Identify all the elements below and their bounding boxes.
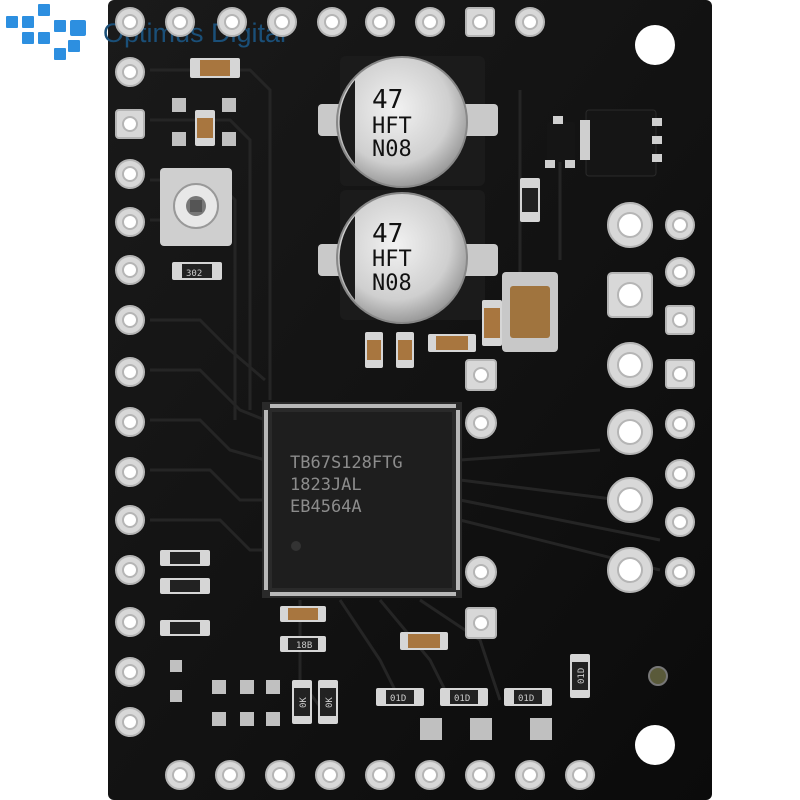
bottom-header-pins bbox=[165, 760, 595, 790]
top-header-pins bbox=[115, 7, 545, 37]
resistor-code: 01D bbox=[454, 694, 470, 704]
ic-date-code: 1823JAL bbox=[290, 475, 362, 495]
right-small-pins bbox=[665, 210, 695, 587]
capacitor-bottom-code: N08 bbox=[372, 271, 412, 296]
resistor-code: 302 bbox=[186, 269, 202, 279]
resistor-code: 01D bbox=[577, 668, 587, 684]
capacitor-top-value: 47 bbox=[372, 85, 403, 115]
ic-part-number: TB67S128FTG bbox=[290, 453, 403, 473]
small-transistor bbox=[545, 116, 575, 168]
capacitor-bottom-series: HFT bbox=[372, 247, 412, 272]
capacitor-top-series: HFT bbox=[372, 114, 412, 139]
electrolytic-capacitor-bottom bbox=[318, 190, 498, 324]
middle-pins bbox=[465, 359, 497, 639]
optimus-digital-logo bbox=[6, 4, 86, 60]
electrolytic-capacitor-top bbox=[318, 56, 498, 188]
via bbox=[648, 666, 668, 686]
ceramic-capacitor bbox=[502, 272, 558, 352]
right-large-pins bbox=[607, 202, 653, 593]
driver-ic bbox=[262, 402, 462, 598]
logo-icon bbox=[6, 4, 86, 60]
left-header-pins bbox=[115, 57, 145, 737]
resistor-code: 0K bbox=[299, 697, 309, 708]
resistor-code: 18B bbox=[296, 641, 312, 651]
capacitor-bottom-value: 47 bbox=[372, 219, 403, 249]
ic-lot-code: EB4564A bbox=[290, 497, 362, 517]
mounting-hole bbox=[635, 725, 675, 765]
resistor-code: 01D bbox=[518, 694, 534, 704]
capacitor-top-code: N08 bbox=[372, 137, 412, 162]
resistor-code: 0K bbox=[325, 697, 335, 708]
resistor-code: 01D bbox=[390, 694, 406, 704]
mosfet-package bbox=[580, 109, 662, 177]
trim-potentiometer bbox=[160, 168, 232, 246]
mounting-hole bbox=[635, 25, 675, 65]
smd-components bbox=[160, 58, 590, 740]
